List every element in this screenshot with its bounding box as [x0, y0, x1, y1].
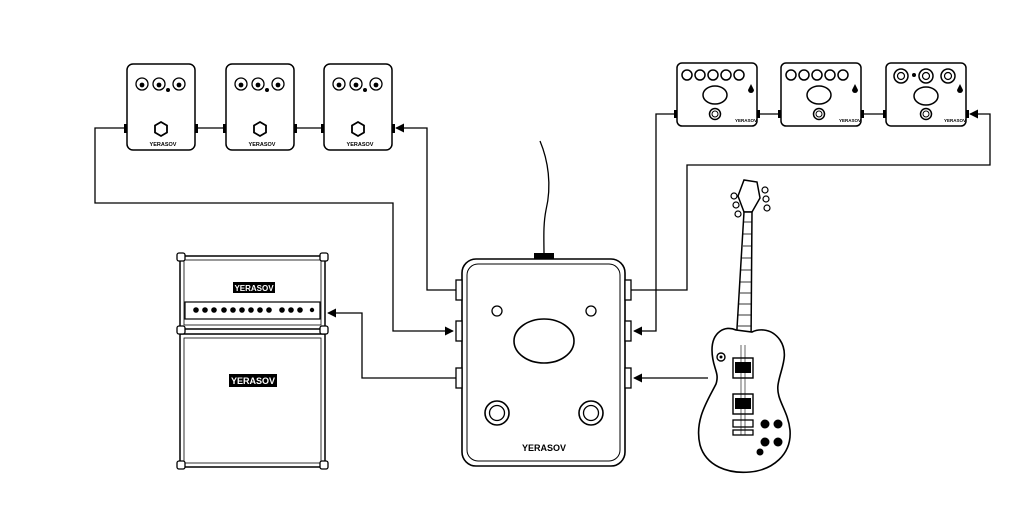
power-cable [539, 140, 550, 256]
preamp-3-label: YERASOV [944, 118, 966, 123]
loop-switcher: YERASOV [455, 140, 632, 467]
amplifier-stack: YERASOV YERASOV [176, 252, 329, 470]
left-pedal-2: YERASOV [222, 63, 298, 151]
left-pedal-1: YERASOV [123, 63, 199, 151]
left-pedal-3: YERASOV [320, 63, 396, 151]
cable-preamps-to-switcher [633, 113, 675, 336]
switcher-label: YERASOV [522, 443, 566, 453]
amp-head-label: YERASOV [234, 284, 274, 293]
pedal-2-label: YERASOV [249, 142, 276, 148]
cable-pedals-to-switcher [94, 127, 454, 336]
right-preamp-2: YERASOV [777, 62, 865, 127]
amp-knobs [193, 307, 315, 313]
cable-switcher-to-amp [327, 308, 456, 379]
right-preamp-1: YERASOV [673, 62, 761, 127]
speaker-cabinet [179, 333, 326, 468]
cable-switcher-to-pedals [395, 123, 456, 291]
cabinet-label: YERASOV [231, 376, 275, 386]
electric-guitar [697, 179, 791, 474]
pedal-3-label: YERASOV [347, 142, 374, 148]
preamp-2-label: YERASOV [839, 118, 861, 123]
right-preamp-3: YERASOV [883, 62, 969, 127]
preamp-1-label: YERASOV [735, 118, 757, 123]
pedal-1-label: YERASOV [150, 142, 177, 148]
cable-switcher-to-preamps [631, 109, 991, 291]
